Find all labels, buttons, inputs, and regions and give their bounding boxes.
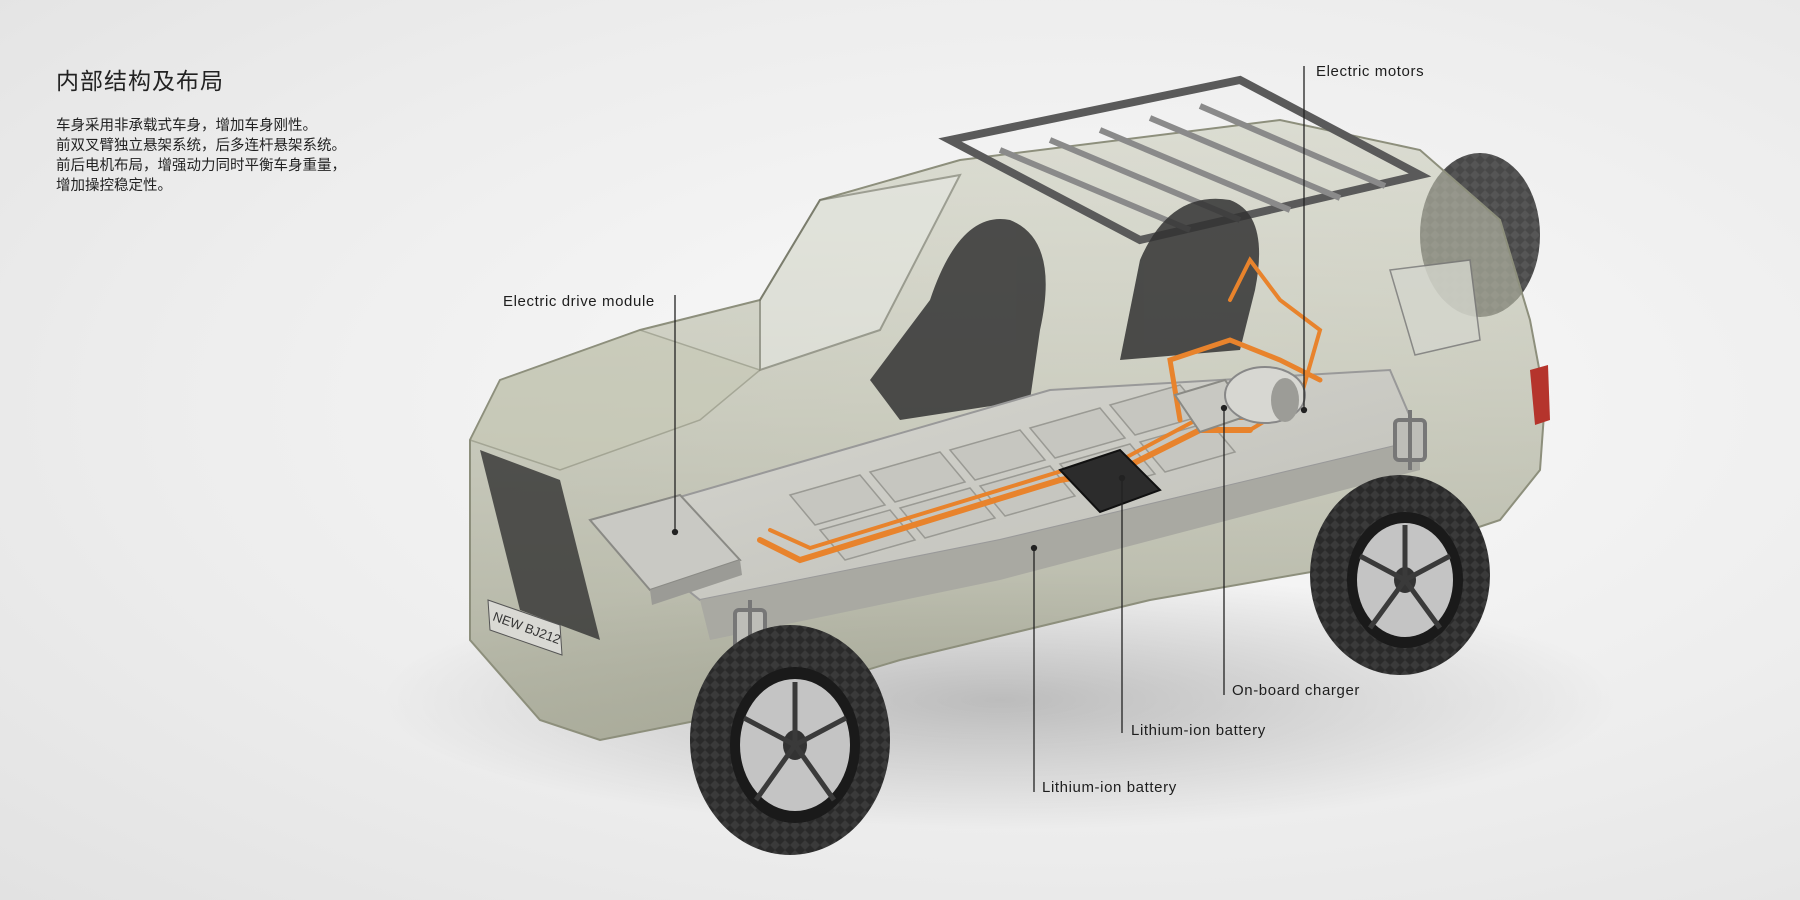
label-battery-1: Lithium-ion battery	[1131, 722, 1266, 739]
label-onboard-charger: On-board charger	[1232, 682, 1360, 699]
electric-drive-module-part	[588, 493, 742, 605]
rear-suspension	[1393, 410, 1427, 470]
intro-block: 内部结构及布局 车身采用非承载式车身，增加车身刚性。 前双叉臂独立悬架系统，后多…	[56, 62, 476, 196]
callout-lines	[671, 66, 1308, 792]
intro-line-2: 前双叉臂独立悬架系统，后多连杆悬架系统。	[56, 138, 346, 154]
seats	[870, 198, 1260, 420]
junction-box	[1058, 448, 1162, 514]
front-wheel	[690, 625, 890, 855]
label-electric-drive-module: Electric drive module	[503, 293, 655, 310]
intro-line-3: 前后电机布局，增强动力同时平衡车身重量，	[56, 158, 346, 174]
label-battery-2: Lithium-ion battery	[1042, 779, 1177, 796]
intro-line-4: 增加操控稳定性。	[56, 178, 172, 194]
label-electric-motors: Electric motors	[1316, 63, 1425, 80]
rear-wheel	[1310, 475, 1490, 675]
intro-line-1: 车身采用非承载式车身，增加车身刚性。	[56, 118, 317, 134]
electric-motor-part	[1224, 366, 1306, 424]
page-title: 内部结构及布局	[56, 69, 224, 95]
